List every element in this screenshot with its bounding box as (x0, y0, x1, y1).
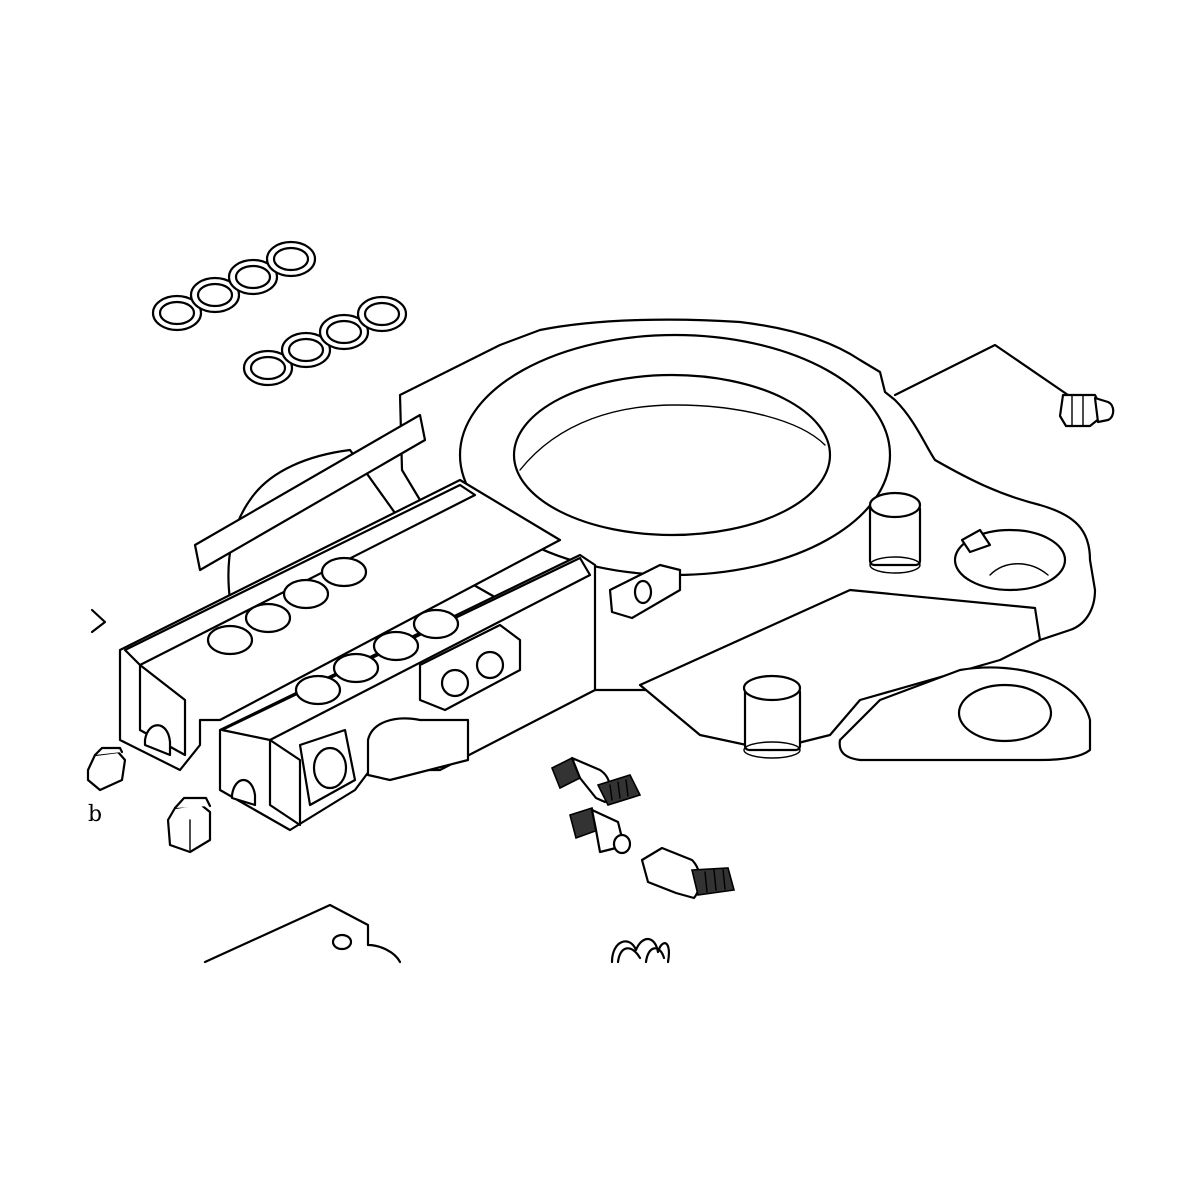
o-ring-lower-4-inner (363, 301, 401, 327)
o-ring-upper-1-inner (158, 300, 196, 326)
housing-saddle (366, 717, 470, 782)
rail-block-right-port (312, 746, 348, 790)
rail-block-right-notch (230, 778, 257, 807)
rail-hole-7 (372, 630, 420, 662)
valve-body-housing (118, 318, 1097, 832)
rail-block-right-face (268, 738, 302, 827)
o-ring-upper-3-inner (234, 264, 272, 290)
rail-block-right-port-boss (298, 728, 357, 807)
cover-plate-partial (203, 903, 402, 964)
o-ring-upper-2-inner (196, 282, 234, 308)
rail-hole-8 (412, 608, 460, 640)
o-ring-set-upper (151, 240, 317, 332)
rail-hole-4 (320, 556, 368, 588)
rail-flange-upper (193, 413, 427, 572)
rail-hole-1 (206, 624, 254, 656)
housing-upper-lug-key (960, 528, 992, 554)
housing-lower-lug-hole (957, 683, 1053, 743)
straight-connector (569, 806, 632, 855)
housing-bore-depth-line (519, 404, 826, 471)
rail-hole-2 (244, 602, 292, 634)
o-ring-set-lower (242, 295, 408, 387)
rail-block-left-notch (143, 724, 172, 757)
plug-left (86, 746, 127, 792)
grease-fitting-leader (893, 343, 1070, 397)
o-ring-upper-4-inner (272, 246, 310, 272)
rail-hole-6 (332, 652, 380, 684)
elbow-fitting-lower (640, 846, 736, 900)
left-edge-chevron (90, 608, 107, 634)
housing-bore-ring-inner (512, 373, 832, 537)
rail-block-left (118, 478, 562, 772)
housing-upper-lug-depth (989, 563, 1049, 576)
o-ring-lower-1-inner (249, 355, 287, 381)
side-boss-port-2 (475, 650, 505, 680)
spring (610, 937, 670, 964)
rail-hole-3 (282, 578, 330, 610)
grease-fitting (893, 343, 1115, 428)
elbow-fitting-upper (550, 756, 642, 806)
side-boss-port-1 (440, 668, 470, 698)
rail-block-left-top (123, 483, 477, 667)
dowel-pin-lower (742, 674, 802, 759)
o-ring-lower-3-inner (325, 319, 363, 345)
housing-right-lug (638, 588, 1042, 752)
o-ring-lower-2-inner (287, 337, 325, 363)
rail-hole-5 (294, 674, 342, 706)
dowel-pin-upper (868, 491, 922, 574)
housing-slot-tab (608, 563, 682, 620)
plug-center (166, 796, 212, 854)
edge-label: b (88, 802, 103, 827)
